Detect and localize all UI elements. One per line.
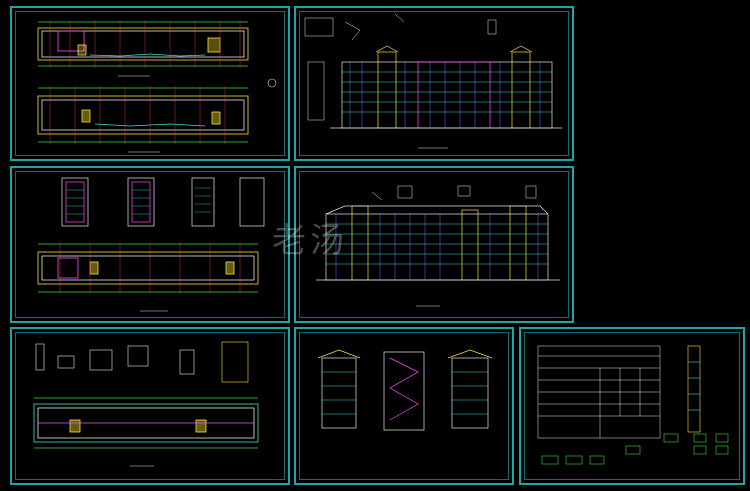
ground-floor-plan [37,243,259,293]
window-type-icons [541,433,729,465]
drawing-sheet-floor-plans[interactable] [10,6,290,161]
north-arrow-icon [267,78,277,88]
front-elevation-floor-lines [342,71,552,113]
watermark-text: 老汤 [272,221,348,261]
drawing-sheet-front-elevation[interactable] [294,6,574,161]
elevation-detail-callouts [304,13,497,121]
drawing-sheet-roof-plan-details[interactable] [10,327,290,485]
section-stair [383,351,425,431]
section-left [317,349,361,429]
rear-elevation-floor-lines [326,223,548,265]
floor-plan-upper-gridlines [49,20,241,68]
section-floor-lines [322,371,488,415]
drawing-sheet-stair-details-plan[interactable] [10,166,290,323]
roof-details [35,341,249,383]
wall-section [687,345,701,433]
stair-detail-drawings [61,177,265,227]
roof-plan [33,397,259,449]
rear-elevation-callouts [371,185,537,201]
ground-floor-gridlines [59,242,241,294]
drawing-sheet-door-window-schedule[interactable] [519,327,745,485]
drawing-sheet-sections[interactable] [294,327,514,485]
rear-elevation [316,205,560,281]
schedule-table [537,345,661,439]
front-elevation-windows [349,62,541,128]
front-elevation [330,45,562,129]
section-right [447,349,493,429]
floor-plan-lower [37,87,249,143]
floor-plan-lower-gridlines [49,86,226,144]
rear-elevation-windows [335,214,539,280]
stair-treads [66,187,211,215]
floor-plan-upper [37,21,249,67]
drawing-sheet-rear-elevation[interactable] [294,166,574,323]
